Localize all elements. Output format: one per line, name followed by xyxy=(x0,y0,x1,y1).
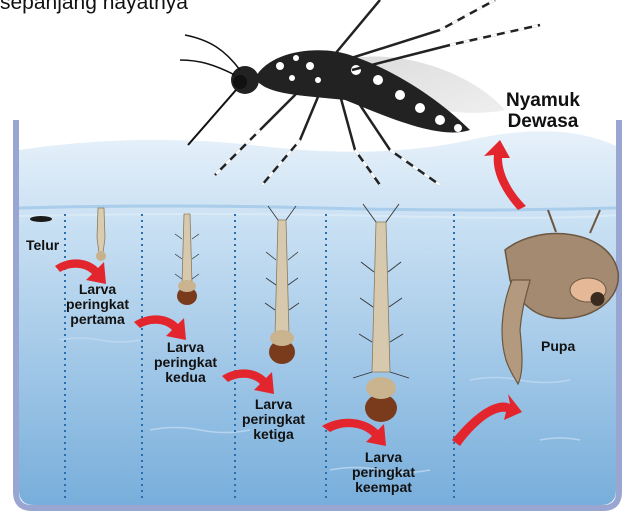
label-larva1-line3: pertama xyxy=(66,312,129,327)
label-larva2: Larva peringkat kedua xyxy=(154,340,217,385)
label-larva4: Larva peringkat keempat xyxy=(352,450,415,495)
larva-icon xyxy=(96,208,106,261)
label-larva4-line2: peringkat xyxy=(352,465,415,480)
label-adult: Nyamuk Dewasa xyxy=(506,90,580,132)
label-larva1-line1: Larva xyxy=(66,282,129,297)
label-larva3-line3: ketiga xyxy=(242,427,305,442)
label-adult-line1: Nyamuk xyxy=(506,90,580,111)
label-egg: Telur xyxy=(26,238,59,253)
label-adult-line2: Dewasa xyxy=(506,111,580,132)
egg-icon xyxy=(30,216,52,222)
label-pupa: Pupa xyxy=(541,339,575,354)
label-larva3: Larva peringkat ketiga xyxy=(242,397,305,442)
label-larva1: Larva peringkat pertama xyxy=(66,282,129,327)
title-fragment: sepanjang hayatnya xyxy=(0,0,188,15)
label-larva4-line1: Larva xyxy=(352,450,415,465)
label-larva4-line3: keempat xyxy=(352,480,415,495)
label-larva1-line2: peringkat xyxy=(66,297,129,312)
label-larva2-line1: Larva xyxy=(154,340,217,355)
label-larva2-line2: peringkat xyxy=(154,355,217,370)
label-larva2-line3: kedua xyxy=(154,370,217,385)
label-larva3-line1: Larva xyxy=(242,397,305,412)
label-larva3-line2: peringkat xyxy=(242,412,305,427)
